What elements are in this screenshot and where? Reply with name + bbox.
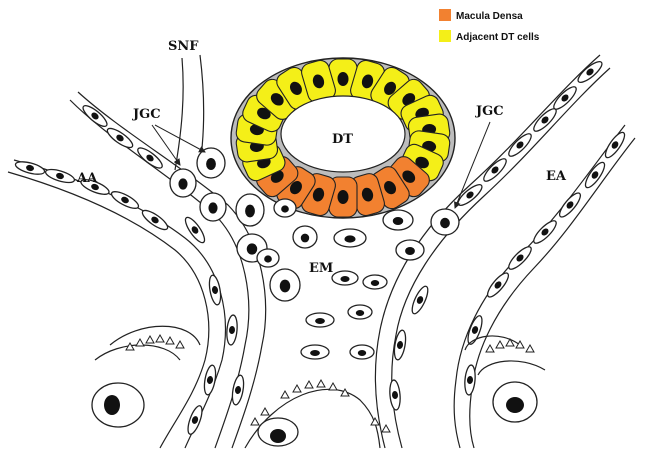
label-em: EM [309,261,333,276]
wall-cell [185,404,205,436]
wall-cell [602,130,627,160]
cell-nucleus [371,280,379,286]
legend: Macula Densa Adjacent DT cells [439,9,540,43]
cell-nucleus [356,310,364,316]
wall-cell [485,270,512,299]
foot-process [261,408,269,415]
label-jgc-left: JGC [132,107,161,122]
foot-process [293,385,301,392]
foot-process [305,381,313,388]
foot-process [176,341,184,348]
label-jgc-right: JGC [475,104,504,119]
cell-nucleus [440,218,450,228]
legend-label-adjacent-dt-cells: Adjacent DT cells [456,32,540,43]
cell-nucleus [301,234,309,243]
label-dt: DT [332,132,353,147]
arrow-jgc-left-2 [155,125,205,152]
wall-cell [44,167,76,185]
legend-swatch-macula-densa [439,9,451,21]
wall-cell [392,329,407,360]
cell-nucleus [315,318,325,324]
cell-nucleus [206,158,216,170]
foot-process [486,345,494,352]
wall-cell [135,145,165,171]
foot-process [329,383,337,390]
foot-process [146,336,154,343]
foot-process [371,418,379,425]
cell-nucleus [405,247,415,255]
foot-process [526,345,534,352]
sympathetic-nerve-fiber [175,58,183,170]
foot-process [156,335,164,342]
cell-nucleus [247,243,258,254]
wall-cell [575,59,604,86]
wall-cell [226,315,239,346]
legend-swatch-adjacent-dt-cells [439,30,451,42]
label-ea: EA [546,169,567,184]
cell-nucleus [393,217,404,225]
sympathetic-nerve-fiber-2 [200,55,204,165]
foot-process [281,391,289,398]
wall-cell [389,380,402,411]
wall-cell [481,156,509,184]
cell-nucleus [310,350,320,356]
cell-nucleus [178,178,187,189]
foot-process [251,418,259,425]
glomerular-tuft [92,326,545,448]
legend-label-macula-densa: Macula Densa [456,11,523,22]
foot-process [496,341,504,348]
label-aa: AA [76,171,98,186]
cell-nucleus [245,205,255,218]
wall-cell [506,244,534,272]
cell-nucleus [281,205,289,212]
foot-process [136,339,144,346]
foot-process [317,380,325,387]
foot-process [166,337,174,344]
wall-cell [14,159,46,176]
wall-cell [230,374,245,405]
wall-cell [109,189,140,212]
cell-nucleus [264,255,272,262]
wall-cell [105,125,135,150]
label-snf: SNF [168,39,199,54]
cell-nucleus [358,350,366,356]
wall-cell [409,284,431,315]
wall-cell [465,314,485,346]
wall-cell [207,274,222,305]
wall-cell [182,215,207,245]
foot-process [516,341,524,348]
foot-process [382,425,390,432]
wall-cell [557,190,584,219]
cell-nucleus [208,202,217,213]
cell-nucleus [280,280,291,293]
cell-nucleus [344,235,355,242]
wall-cell [531,218,559,246]
cell-nucleus [340,276,349,282]
wall-cell [464,365,477,396]
wall-cell [202,364,217,395]
